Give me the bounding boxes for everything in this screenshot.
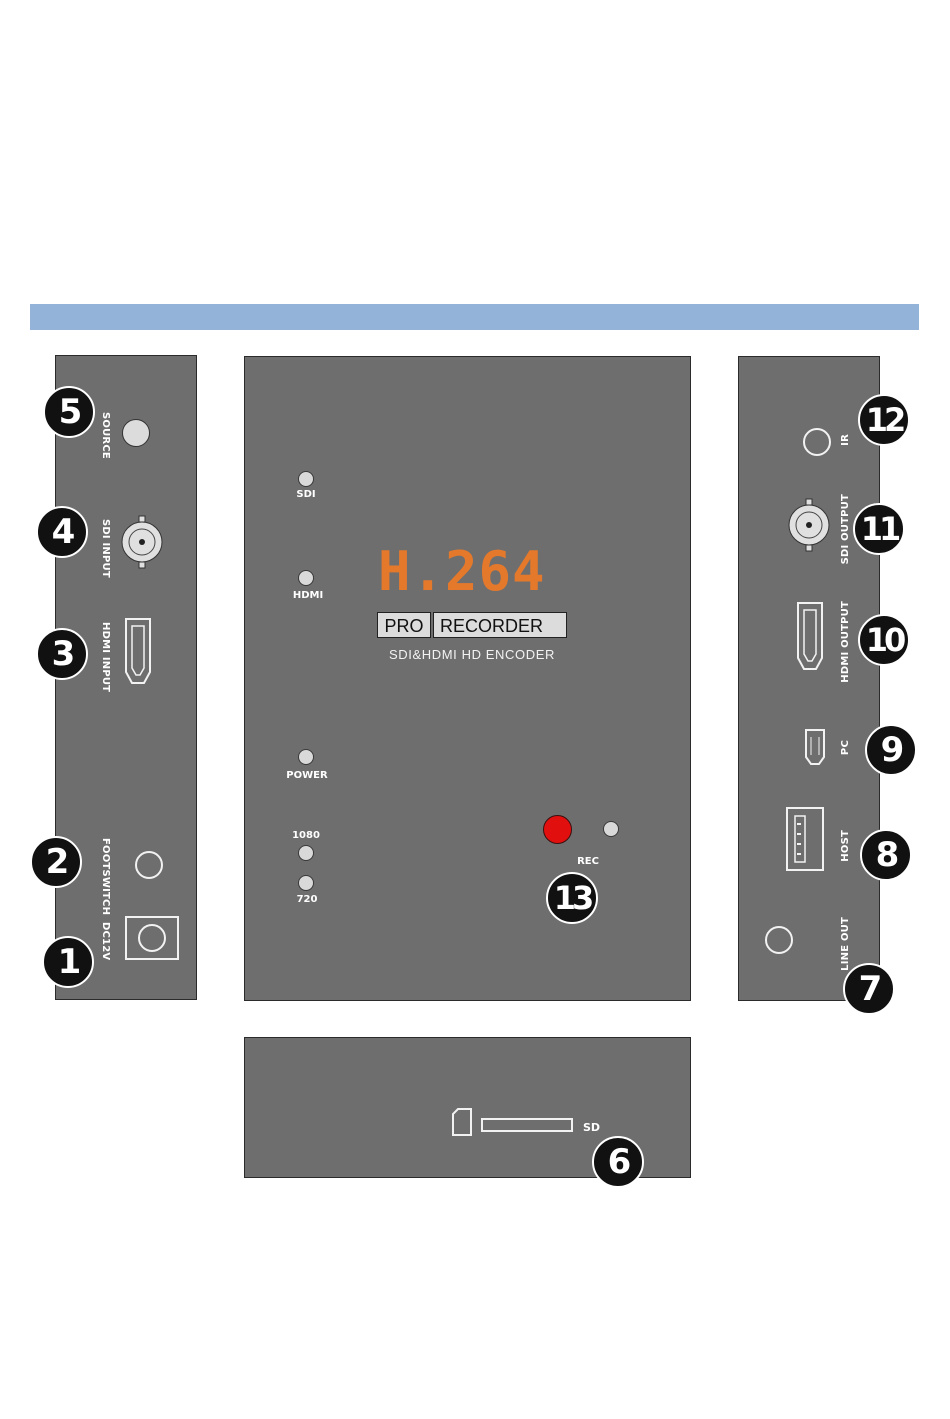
callout-10: 10	[858, 614, 910, 666]
sdi-led	[298, 471, 314, 487]
footswitch-label: FOOTSWITCH	[99, 838, 111, 915]
pro-chip: PRO	[377, 612, 431, 638]
left-side-panel: SOURCE SDI INPUT HDMI INPUT FOOTSWITCH D…	[55, 355, 197, 1000]
hdmi-output-label: HDMI OUTPUT	[840, 601, 852, 683]
hdmi-input-port-icon	[122, 616, 154, 686]
product-title: H.264	[378, 540, 546, 603]
recorder-chip: RECORDER	[433, 612, 567, 638]
header-band	[30, 304, 919, 330]
sdi-output-bnc-icon	[785, 499, 833, 551]
source-button	[122, 419, 150, 447]
sdi-input-label: SDI INPUT	[99, 519, 111, 578]
callout-5: 5	[43, 386, 95, 438]
sdi-led-label: SDI	[276, 489, 336, 500]
callout-12: 12	[858, 394, 910, 446]
hdmi-input-label: HDMI INPUT	[99, 622, 111, 692]
callout-2: 2	[30, 836, 82, 888]
pc-mini-usb-icon	[803, 727, 827, 767]
power-led	[298, 749, 314, 765]
sd-card-icon	[451, 1107, 473, 1137]
callout-6: 6	[592, 1136, 644, 1188]
power-led-label: POWER	[277, 770, 337, 781]
callout-1: 1	[42, 936, 94, 988]
1080-led	[298, 845, 314, 861]
source-label: SOURCE	[99, 412, 111, 459]
pc-label: PC	[840, 740, 852, 755]
right-side-panel: IR SDI OUTPUT HDMI OUTPUT PC HOST LINE O…	[738, 356, 880, 1001]
hdmi-led-label: HDMI	[278, 590, 338, 601]
callout-11: 11	[853, 503, 905, 555]
sd-card-slot	[481, 1118, 573, 1132]
line-out-label: LINE OUT	[840, 917, 852, 971]
sdi-input-bnc-icon	[118, 516, 166, 568]
footswitch-jack	[135, 851, 163, 879]
rec-led	[603, 821, 619, 837]
sdi-output-label: SDI OUTPUT	[840, 494, 852, 564]
dc-power-jack-icon	[124, 915, 180, 961]
callout-4: 4	[36, 506, 88, 558]
callout-13: 13	[546, 872, 598, 924]
dc12v-label: DC12V	[99, 922, 111, 960]
sd-label: SD	[583, 1121, 600, 1134]
720-led-label: 720	[277, 894, 337, 905]
callout-7: 7	[843, 963, 895, 1015]
host-usb-icon	[785, 806, 825, 872]
ir-receiver	[803, 428, 831, 456]
hdmi-output-port-icon	[794, 600, 826, 672]
720-led	[298, 875, 314, 891]
rec-label: REC	[558, 856, 618, 867]
product-subtitle: SDI&HDMI HD ENCODER	[376, 647, 568, 662]
1080-led-label: 1080	[276, 830, 336, 841]
callout-9: 9	[865, 724, 917, 776]
callout-3: 3	[36, 628, 88, 680]
host-label: HOST	[840, 830, 852, 862]
callout-8: 8	[860, 829, 912, 881]
hdmi-led	[298, 570, 314, 586]
ir-label: IR	[840, 434, 852, 446]
record-button[interactable]	[543, 815, 572, 844]
line-out-jack	[765, 926, 793, 954]
